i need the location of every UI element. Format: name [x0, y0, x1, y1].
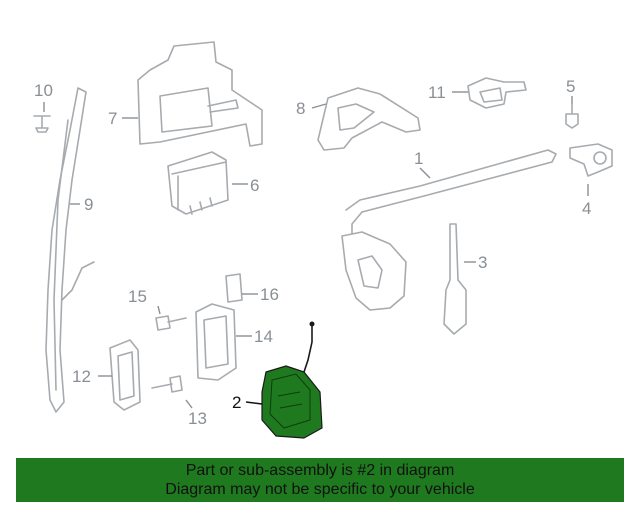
- part-13-bolt[interactable]: [151, 375, 183, 393]
- callout-12: 12: [72, 367, 91, 386]
- callout-9: 9: [84, 195, 93, 214]
- callout-4: 4: [582, 199, 591, 218]
- callout-16: 16: [260, 285, 279, 304]
- part-1-rod-assembly[interactable]: [341, 149, 557, 311]
- banner-line-1: Part or sub-assembly is #2 in diagram: [185, 462, 455, 479]
- parts-diagram: 10 7 6 8 11 5 4 1 3 16 15 14 12 13 9 2: [33, 41, 613, 439]
- part-9-channel[interactable]: [45, 87, 95, 413]
- callout-7: 7: [108, 109, 117, 128]
- callout-5: 5: [566, 77, 575, 96]
- part-4-latch-bracket[interactable]: [569, 143, 613, 177]
- callout-14: 14: [254, 327, 273, 346]
- part-14-handle[interactable]: [195, 303, 237, 381]
- banner-line-2: Diagram may not be specific to your vehi…: [165, 481, 475, 498]
- part-15-bolt[interactable]: [155, 315, 187, 331]
- part-5-bolt[interactable]: [565, 103, 579, 129]
- part-10-clip[interactable]: [33, 115, 51, 133]
- callout-15: 15: [128, 287, 147, 306]
- callout-2: 2: [232, 393, 241, 412]
- part-16-clip[interactable]: [225, 273, 243, 303]
- callout-6: 6: [250, 176, 259, 195]
- part-12-bezel[interactable]: [109, 339, 141, 411]
- part-6-module[interactable]: [167, 151, 229, 215]
- part-11-hinge[interactable]: [467, 77, 527, 109]
- callout-labels: 10 7 6 8 11 5 4 1 3 16 15 14 12 13 9 2: [34, 77, 591, 428]
- callout-3: 3: [478, 253, 487, 272]
- info-banner: Part or sub-assembly is #2 in diagram Di…: [16, 458, 624, 502]
- callout-10: 10: [34, 81, 53, 100]
- leader-lines: [43, 91, 589, 409]
- callout-8: 8: [296, 99, 305, 118]
- callout-1: 1: [414, 149, 423, 168]
- part-8-bracket[interactable]: [317, 87, 421, 151]
- callout-13: 13: [188, 409, 207, 428]
- part-3-rod[interactable]: [443, 223, 467, 335]
- part-7-bracket[interactable]: [137, 41, 263, 147]
- callout-11: 11: [428, 83, 446, 102]
- part-2-latch-actuator[interactable]: [261, 321, 323, 439]
